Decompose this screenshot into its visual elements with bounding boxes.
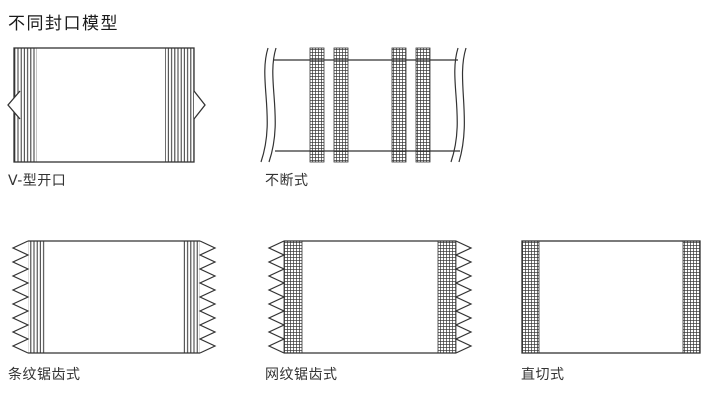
continuous-seal-icon	[260, 47, 467, 163]
figure-label-straight-cut: 直切式	[521, 367, 565, 383]
v-notch-seal-icon	[7, 47, 206, 163]
figure-label-v-notch: V-型开口	[8, 173, 67, 189]
figure-stripe-serrated	[4, 236, 224, 361]
mesh-serrated-seal-icon	[267, 240, 473, 354]
figure-continuous	[258, 40, 473, 170]
figure-label-continuous: 不断式	[265, 173, 309, 189]
straight-cut-seal-icon	[521, 240, 701, 354]
figure-straight-cut	[516, 236, 711, 361]
stripe-serrated-seal-icon	[11, 240, 217, 354]
figure-mesh-serrated	[260, 236, 480, 361]
figure-v-notch	[4, 40, 209, 170]
figure-label-mesh-serrated: 网纹锯齿式	[265, 367, 338, 383]
page-title: 不同封口模型	[8, 14, 119, 34]
figure-label-stripe-serrated: 条纹锯齿式	[8, 367, 81, 383]
